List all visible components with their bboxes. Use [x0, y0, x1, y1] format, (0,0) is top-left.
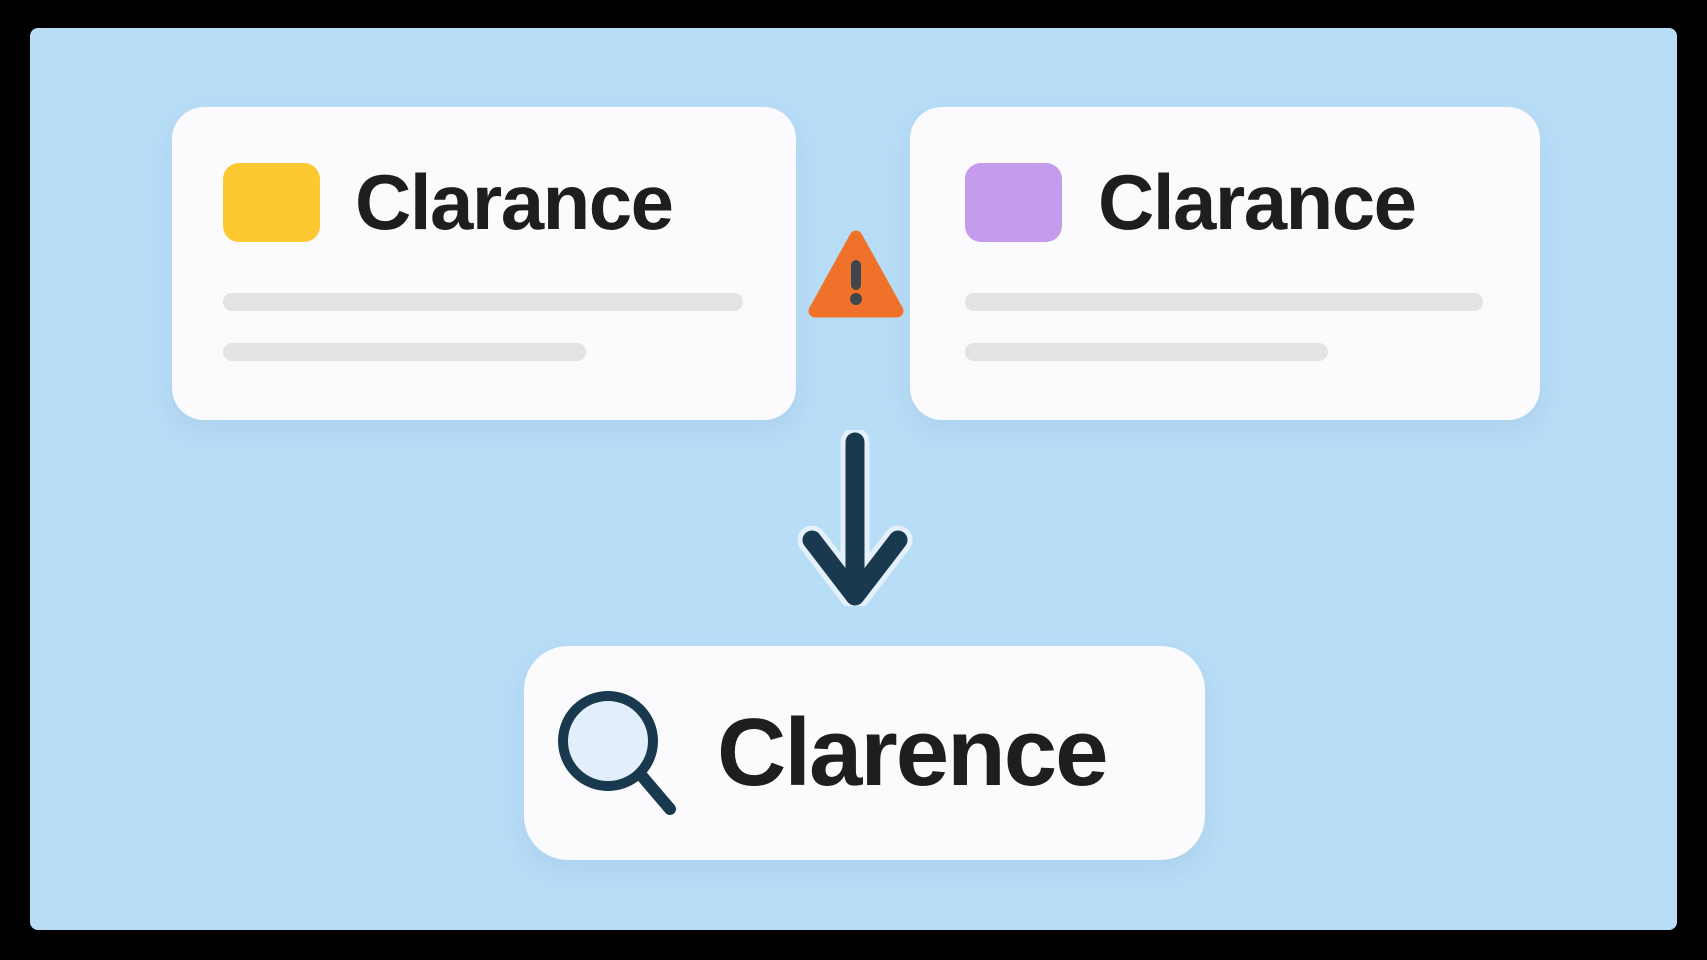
skeleton-line: [223, 293, 743, 311]
skeleton-line: [965, 343, 1328, 361]
record-card-left[interactable]: Clarance: [172, 107, 796, 420]
background-panel: Clarance Clarance: [30, 28, 1677, 930]
skeleton-line: [223, 343, 586, 361]
search-icon: [558, 691, 676, 815]
card-title-right: Clarance: [1098, 157, 1417, 246]
warning-triangle-icon: [808, 230, 904, 318]
search-query-text: Clarence: [717, 699, 1109, 806]
record-card-right[interactable]: Clarance: [910, 107, 1540, 420]
color-swatch-yellow: [223, 163, 320, 242]
arrow-down-icon: [797, 430, 913, 606]
color-swatch-purple: [965, 163, 1062, 242]
skeleton-line: [965, 293, 1483, 311]
exclamation-mark: [850, 260, 862, 305]
search-box[interactable]: Clarence: [524, 646, 1205, 860]
card-title-left: Clarance: [355, 157, 674, 246]
